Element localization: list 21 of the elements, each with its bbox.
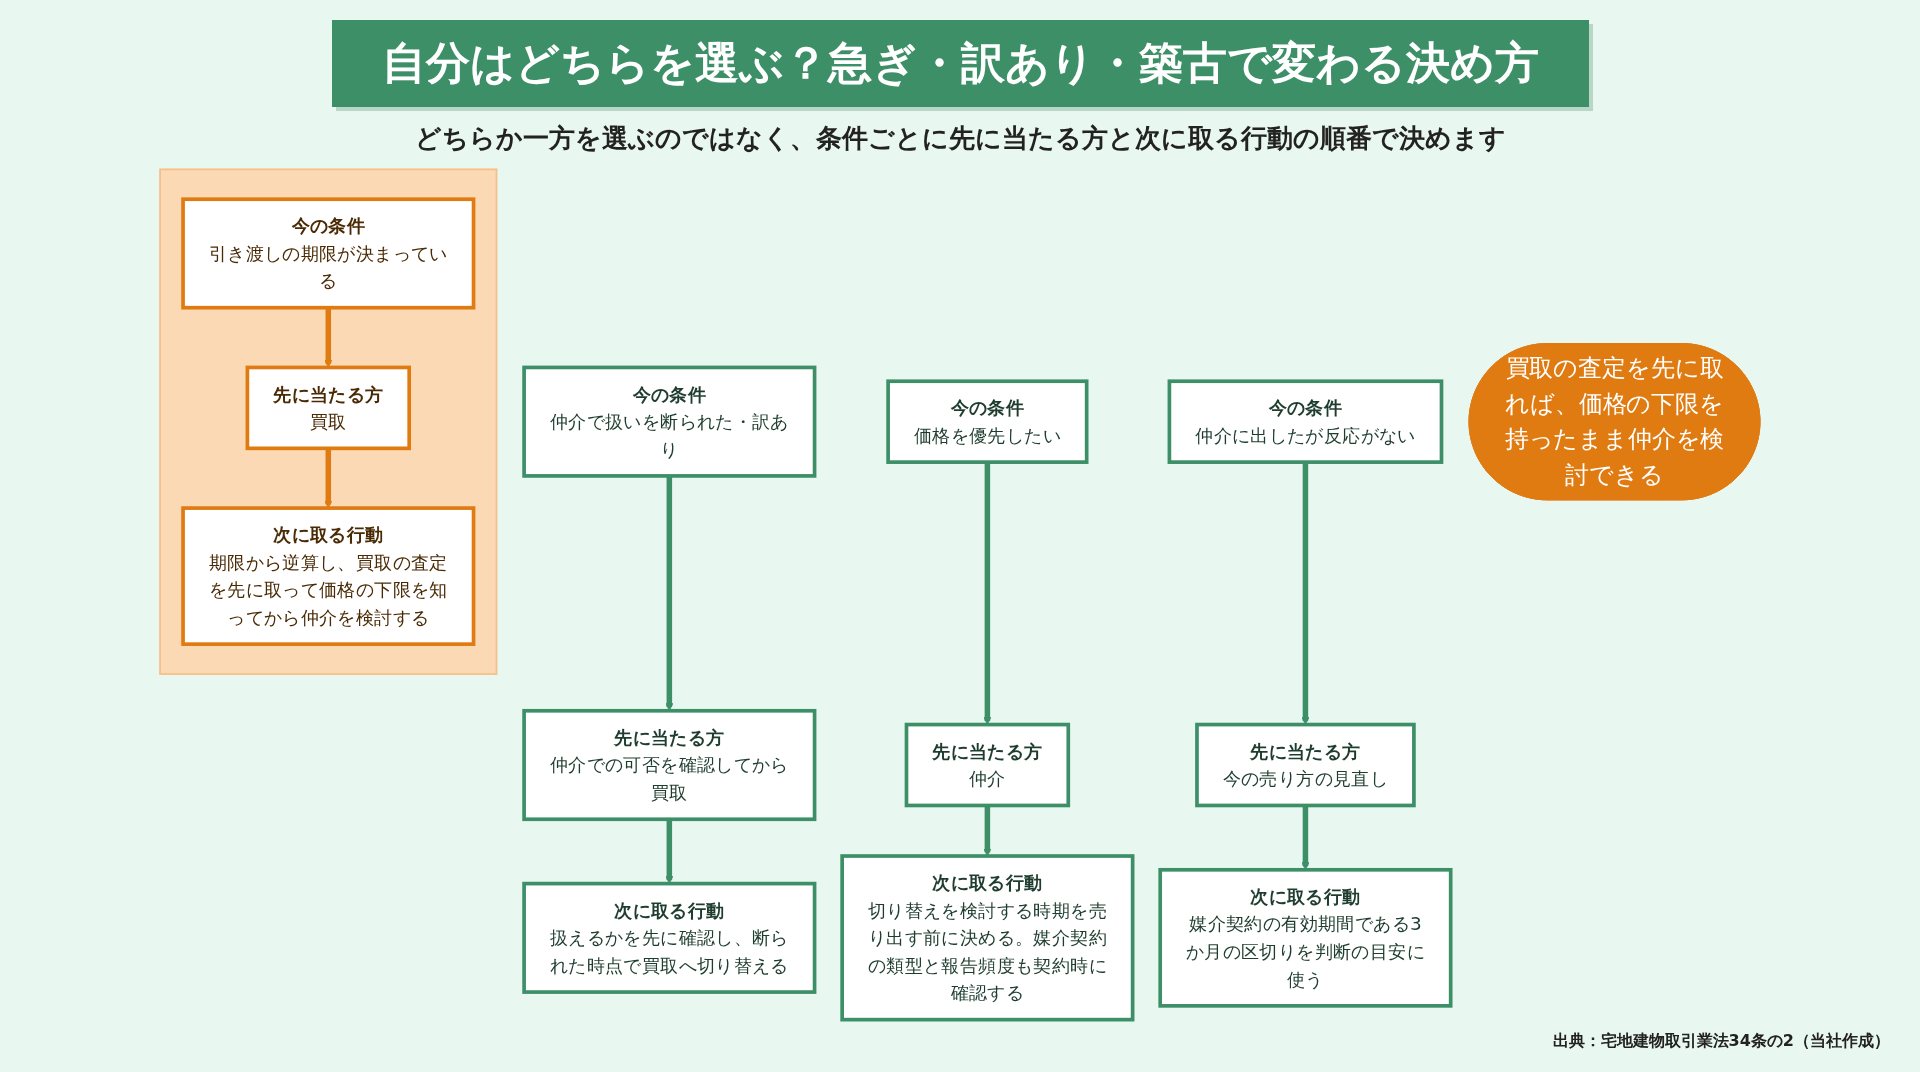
arrow [983,805,992,857]
arrow [324,448,333,509]
source-note: 出典：宅地建物取引業法34条の2（当社作成） [1552,1031,1890,1052]
arrow [665,819,674,884]
node-box: 先に当たる方 今の売り方の見直し [1195,722,1416,808]
node-box: 今の条件 引き渡しの期限が決まっている [181,197,476,310]
node-box: 次に取る行動 期限から逆算し、買取の査定を先に取って価格の下限を知ってから仲介を検討する [181,506,476,646]
node-box: 先に当たる方 仲介での可否を確認してから買取 [522,708,817,822]
node-box: 次に取る行動 媒介契約の有効期間である3か月の区切りを判断の目安に使う [1158,867,1453,1008]
arrow [983,462,992,725]
cluster [159,168,498,675]
arrow [1301,462,1310,725]
node-box: 次に取る行動 扱えるかを先に確認し、断られた時点で買取へ切り替える [522,881,817,994]
node-box: 次に取る行動 切り替えを検討する時期を売り出す前に決める。媒介契約の類型と報告頻度も契約時に確認する [840,854,1135,1022]
node-box: 先に当たる方 仲介 [904,722,1071,808]
arrow [324,307,333,368]
node-box: 今の条件 仲介で扱いを断られた・訳あり [522,365,817,478]
subtitle: どちらか一方を選ぶのではなく、条件ごとに先に当たる方と次に取る行動の順番で決めます [414,122,1506,155]
node-box: 今の条件 価格を優先したい [886,379,1089,464]
node-box: 先に当たる方 買取 [245,365,412,451]
node-box: 今の条件 仲介に出したが反応がない [1167,379,1444,464]
